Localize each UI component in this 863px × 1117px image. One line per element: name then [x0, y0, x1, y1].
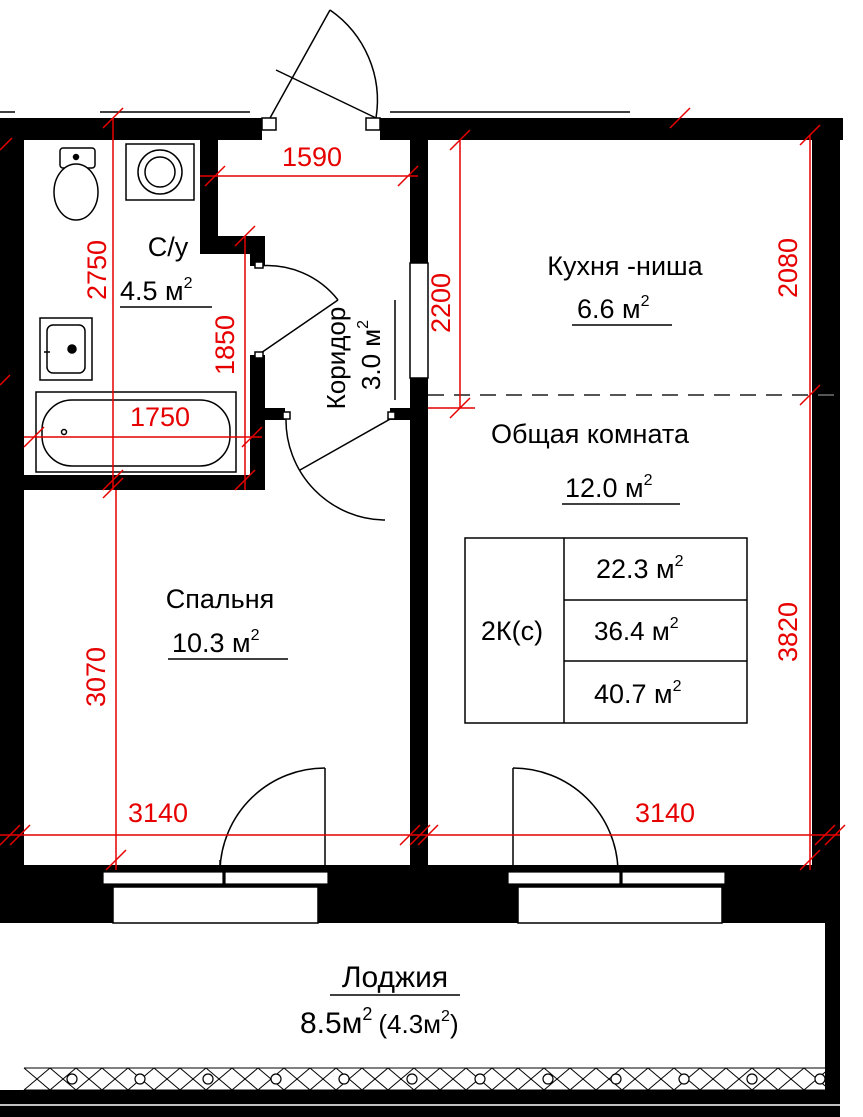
summary-row-2: 36.4 м2	[594, 615, 679, 646]
interior-doors	[219, 261, 619, 871]
bathroom-fixtures	[35, 143, 237, 473]
entrance-door	[261, 9, 381, 131]
dim-1850: 1850	[210, 315, 240, 375]
corridor-label: Коридор 3.0 м2	[321, 300, 396, 410]
dim-3140-right: 3140	[635, 798, 695, 828]
dim-3070: 3070	[81, 647, 111, 707]
bedroom-label: Спальня 10.3 м2	[166, 584, 288, 660]
summary-text: 2К(с) 22.3 м2 36.4 м2 40.7 м2	[481, 553, 684, 709]
dim-2200: 2200	[426, 273, 456, 333]
bathroom-area: 4.5 м2	[120, 275, 193, 306]
dim-2750: 2750	[82, 240, 112, 300]
railing-posts	[66, 1073, 826, 1085]
bathroom-label: С/у 4.5 м2	[120, 232, 212, 308]
dimension-lines	[0, 107, 846, 871]
dim-2080: 2080	[773, 238, 803, 298]
windows	[102, 262, 726, 924]
bedroom-name: Спальня	[166, 584, 275, 614]
kitchen-name: Кухня -ниша	[547, 251, 703, 281]
summary-row-3: 40.7 м2	[594, 678, 682, 709]
loggia-area: 8.5м2(4.3м2)	[300, 1004, 459, 1040]
bathroom-name: С/у	[148, 232, 189, 262]
dimension-labels: 1590 2750 1850 1750 2200 2080 3820 3070 …	[81, 142, 803, 828]
walls	[0, 118, 843, 1117]
area-summary-table	[464, 537, 748, 724]
corridor-area: 3.0 м2	[355, 320, 386, 390]
living-name: Общая комната	[491, 419, 690, 449]
dim-1590: 1590	[282, 142, 342, 172]
summary-row-1: 22.3 м2	[596, 553, 684, 584]
kitchen-label: Кухня -ниша 6.6 м2	[547, 251, 704, 326]
dim-3140-left: 3140	[128, 798, 188, 828]
dim-3820: 3820	[773, 602, 803, 662]
kitchen-area: 6.6 м2	[577, 293, 650, 324]
dim-1750: 1750	[130, 402, 190, 432]
bedroom-area: 10.3 м2	[172, 627, 260, 658]
loggia-label: Лоджия 8.5м2(4.3м2)	[300, 961, 460, 1040]
apartment-type: 2К(с)	[481, 616, 543, 646]
living-label: Общая комната 12.0 м2	[491, 419, 690, 505]
corridor-name: Коридор	[321, 307, 351, 410]
loggia-name: Лоджия	[342, 961, 448, 994]
living-area: 12.0 м2	[565, 472, 653, 503]
loggia-railing	[0, 930, 840, 1106]
